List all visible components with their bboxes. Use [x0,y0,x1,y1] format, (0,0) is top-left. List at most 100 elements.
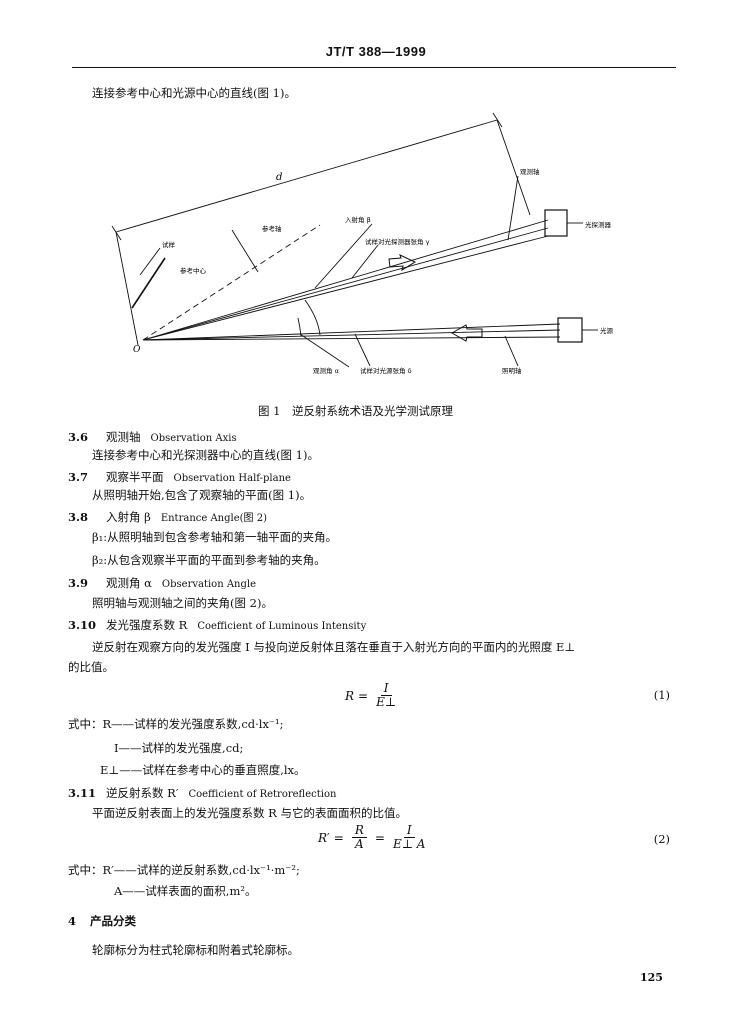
reference-axis-line [142,224,321,341]
eq2-numerator-1: R [351,824,367,838]
photometer-label: 光探测器 [585,220,612,229]
where1-line-3: E⊥——试样在参考中心的垂直照度,lx。 [100,763,306,777]
section-3-10-heading: 3.10 发光强度系数 R Coefficient of Luminous Inte… [68,618,366,634]
section-number: 3.7 [68,470,89,484]
entrance-angle-label: 入射角 β [345,215,371,224]
d-label: d [276,172,282,183]
section-title-en: Coefficient of Retroreflection [188,789,337,800]
entrance-angle-leader [314,223,373,289]
observation-angle-arc [297,317,302,337]
eq2-denominator-2: E⊥ A [392,837,426,851]
reference-center-label: 参考中心 [180,266,207,275]
reference-axis-leader [231,229,259,273]
section-3-10-body-2: 的比值。 [68,660,114,674]
illumination-beam-lower [142,336,561,341]
section-title-en: Entrance Angle(图 2) [160,513,267,524]
sample-surface [131,257,166,309]
observation-axis-label: 观测轴 [520,167,540,176]
observation-beam-upper [142,219,549,341]
section-number: 3.9 [68,576,89,590]
section-3-8-body-1: β₁:从照明轴到包含参考轴和第一轴平面的夹角。 [92,530,338,544]
where1-line-2: I——试样的发光强度,cd; [114,741,244,755]
light-source-box [557,317,583,343]
section-number: 4 [68,914,77,928]
section-3-8-heading: 3.8 入射角 β Entrance Angle(图 2) [68,510,267,526]
header-rule [72,67,676,68]
section-title: 观测角 α [106,576,152,590]
photometer-box [544,209,568,237]
where1-line-1: 式中：R——试样的发光强度系数,cd·lx⁻¹; [68,717,284,731]
section-number: 3.6 [68,430,89,444]
eq2-equals-1: = [333,830,344,845]
incident-arrow [450,324,483,342]
section-title: 观察半平面 [106,470,164,484]
section-3-10-body-1: 逆反射在观察方向的发光强度 I 与投向逆反射体且落在垂直于入射光方向的平面内的光… [92,640,576,654]
illumination-axis-leader [504,335,519,367]
eq2-lhs: R′ [318,830,330,845]
d-tick-right [492,112,503,128]
eq2-numerator-2: I [403,824,415,838]
sample-label: 试样 [162,240,176,249]
return-arrow [388,254,417,272]
entrance-angle-arc [304,299,321,336]
sample-leader [139,247,161,276]
intro-line: 连接参考中心和光源中心的直线(图 1)。 [92,86,296,100]
section-3-9-body: 照明轴与观测轴之间的夹角(图 2)。 [92,596,273,610]
illumination-beam-upper [142,323,561,341]
reference-axis-label: 参考轴 [262,224,282,233]
section-number: 3.8 [68,510,89,524]
origin-label: O [133,345,141,355]
section-title: 逆反射系数 R′ [106,786,179,800]
observation-axis-line [142,227,549,341]
gamma-leader [351,244,379,279]
d-extension-right [496,119,531,216]
observation-angle-label: 观测角 α [313,366,339,375]
section-3-6-heading: 3.6 观测轴 Observation Axis [68,430,237,446]
eq1-denominator: E⊥ [376,695,397,709]
d-dimension-line [115,119,498,233]
figure-caption: 图 1 逆反射系统术语及光学测试原理 [258,404,453,418]
eq2-equals-2: = [374,830,385,845]
figure-diagram: d 观测轴 光探测器 参考轴 入射角 β 试样 试样对光探测器张角 γ 参考中心… [111,112,614,375]
eq2-denominator-1: A [355,837,364,851]
eq1-equals: = [358,688,369,703]
where2-line-2: A——试样表面的面积,m²。 [114,884,257,898]
section-3-7-body: 从照明轴开始,包含了观察轴的平面(图 1)。 [92,488,312,502]
section-4-heading: 4 产品分类 [68,914,136,929]
sample-to-source-label: 试样对光源张角 δ [360,366,412,375]
section-title: 观测轴 [106,430,141,444]
section-title: 产品分类 [90,914,136,928]
section-title-en: Observation Angle [161,579,256,590]
page-number: 125 [640,971,663,984]
section-title-en: Observation Axis [150,433,237,444]
section-3-11-body: 平面逆反射表面上的发光强度系数 R 与它的表面面积的比值。 [92,806,407,820]
delta-leader [354,333,371,367]
section-title-en: Coefficient of Luminous Intensity [197,621,367,632]
section-title: 入射角 β [106,510,151,524]
section-4-body: 轮廓标分为柱式轮廓标和附着式轮廓标。 [92,943,299,957]
eq1-lhs: R [345,688,355,703]
sample-to-photometer-label: 试样对光探测器张角 γ [365,237,430,246]
eq1-numerator: I [380,682,392,696]
illumination-axis-label: 照明轴 [502,366,522,375]
equation-1-number: (1) [653,688,670,702]
observation-axis-line-2 [142,235,549,341]
section-3-6-body: 连接参考中心和光探测器中心的直线(图 1)。 [92,448,319,462]
section-3-9-heading: 3.9 观测角 α Observation Angle [68,576,256,592]
section-title: 发光强度系数 R [106,618,188,632]
light-source-label: 光源 [600,326,614,335]
running-header: JT/T 388—1999 [325,44,427,59]
alpha-leader [299,333,350,368]
illumination-axis-line [142,329,561,341]
equation-2-number: (2) [653,832,670,846]
where2-line-1: 式中：R′——试样的逆反射系数,cd·lx⁻¹·m⁻²; [68,863,300,877]
observation-axis-leader [507,175,519,241]
section-number: 3.10 [68,618,97,632]
